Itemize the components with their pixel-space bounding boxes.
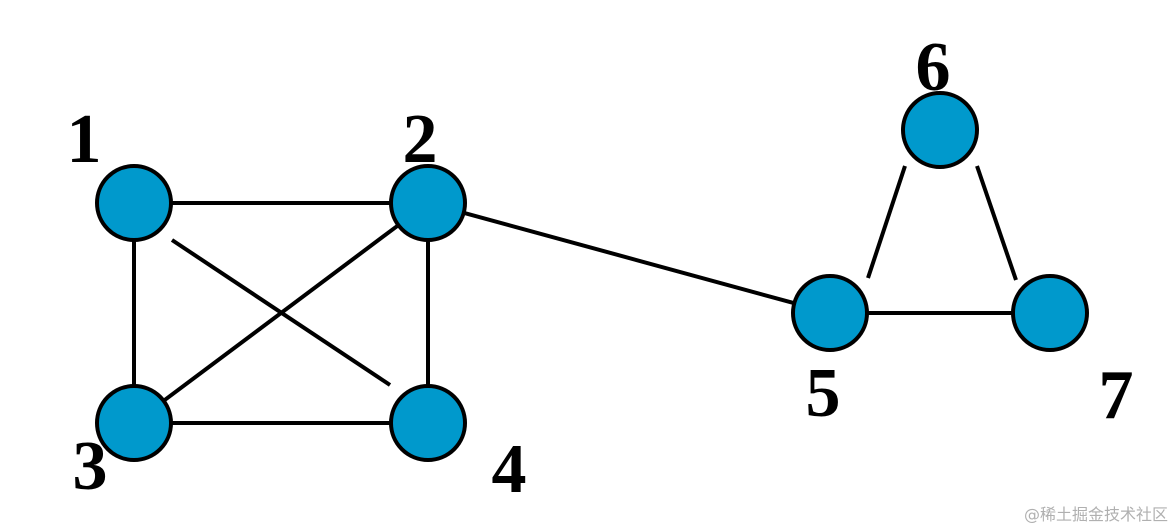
edge-2-5	[463, 210, 795, 306]
node-3	[95, 384, 173, 462]
node-label-2: 2	[403, 101, 438, 178]
node-label-7: 7	[1099, 357, 1134, 434]
node-2	[389, 164, 467, 242]
node-4	[389, 384, 467, 462]
node-1	[95, 164, 173, 242]
node-label-6: 6	[916, 29, 951, 106]
node-6	[901, 91, 979, 169]
edge-2-3	[162, 223, 400, 403]
edges-layer	[132, 165, 1018, 425]
watermark-text: @稀土掘金技术社区	[1024, 505, 1168, 524]
node-label-3: 3	[73, 428, 108, 505]
node-5	[791, 274, 869, 352]
labels-layer: 1 2 3 4 5 6 7	[67, 29, 1134, 508]
node-label-4: 4	[492, 431, 527, 508]
edge-5-6	[866, 165, 907, 279]
edge-6-7	[975, 165, 1018, 281]
node-label-1: 1	[67, 101, 102, 178]
nodes-layer	[95, 91, 1089, 462]
node-label-5: 5	[806, 355, 841, 432]
node-7	[1011, 274, 1089, 352]
